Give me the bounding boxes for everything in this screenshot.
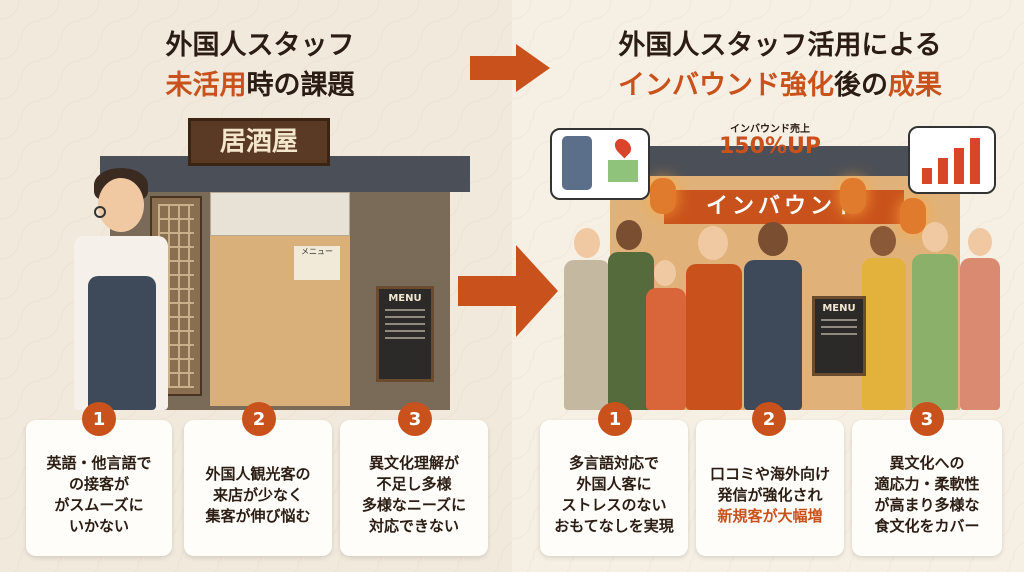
right-card-2-text-main: 口コミや海外向け 発信が強化され [709,464,830,504]
noren-curtain [210,192,350,236]
left-title-line1: 外国人スタッフ [165,30,355,61]
lantern-icon [900,198,926,234]
left-card-2-text: 外国人観光客の 来店が少なく 集客が伸び悩む [205,464,311,525]
left-title-highlight: 未活用 [165,70,247,101]
right-card-2-text-highlight: 新規客が大幅増 [717,506,823,525]
interior-menu-sheet: メニュー [294,246,340,280]
sales-label: インバウンド売上 [730,124,810,135]
sales-value: 150%UP [719,134,821,159]
right-scene-illustration: インバウンド インバウンド売上 150%UP MENU [550,116,1010,410]
menu-board-label: MENU [388,293,422,304]
right-card-1: 多言語対応で 外国人客に ストレスのない おもてなしを実現 [540,420,688,556]
middle-arrow-icon [458,245,558,337]
shop-interior: メニュー [210,236,350,406]
left-scene-illustration: 居酒屋 メニュー MENU [40,116,478,410]
menu-board: MENU [376,286,434,382]
right-card-number-3: 3 [910,402,944,436]
left-title: 外国人スタッフ 未活用時の課題 [60,26,460,106]
left-card-number-3: 3 [398,402,432,436]
left-title-line2: 未活用時の課題 [60,66,460,106]
lantern-icon [650,178,676,214]
smartphone-map-bubble [550,128,650,200]
left-card-1-text: 英語・他言語で の接客が がスムーズに いかない [46,454,152,535]
left-card-2: 外国人観光客の 来店が少なく 集客が伸び悩む [184,420,332,556]
right-card-3-text: 異文化への 適応力・柔軟性 が高まり多様な 食文化をカバー [874,454,980,535]
right-card-2: 口コミや海外向け 発信が強化され 新規客が大幅増 [696,420,844,556]
right-card-number-1: 1 [598,402,632,436]
left-title-rest: 時の課題 [246,70,355,101]
left-card-1: 英語・他言語で の接客が がスムーズに いかない [26,420,172,556]
right-card-3: 異文化への 適応力・柔軟性 が高まり多様な 食文化をカバー [852,420,1002,556]
left-card-number-1: 1 [82,402,116,436]
left-card-3: 異文化理解が 不足し多様 多様なニーズに 対応できない [340,420,488,556]
right-title: 外国人スタッフ活用による インバウンド強化後の成果 [560,26,1000,106]
right-title-highlight2: 成果 [888,70,942,101]
left-card-3-text: 異文化理解が 不足し多様 多様なニーズに 対応できない [361,454,467,535]
worried-staff [44,166,194,410]
lantern-icon [840,178,866,214]
right-title-highlight1: インバウンド強化 [618,70,834,101]
menu-board: MENU [812,296,866,376]
menu-board-label: MENU [822,303,856,314]
location-pin-icon [611,135,635,159]
right-title-mid: 後の [834,70,888,101]
right-card-2-text: 口コミや海外向け 発信が強化され 新規客が大幅増 [710,464,830,527]
map-icon [608,160,638,182]
growth-arrow-icon [970,138,980,184]
top-arrow-icon [470,44,550,92]
izakaya-sign: 居酒屋 [188,118,330,166]
customer-crowd [550,216,1010,410]
confusion-icon [94,206,106,218]
left-card-number-2: 2 [242,402,276,436]
growth-chart-bubble [908,126,996,194]
right-card-1-text: 多言語対応で 外国人客に ストレスのない おもてなしを実現 [554,454,674,535]
smartphone-icon [562,136,592,190]
right-title-line1: 外国人スタッフ活用による [618,30,942,61]
right-card-number-2: 2 [752,402,786,436]
right-title-line2: インバウンド強化後の成果 [560,66,1000,106]
